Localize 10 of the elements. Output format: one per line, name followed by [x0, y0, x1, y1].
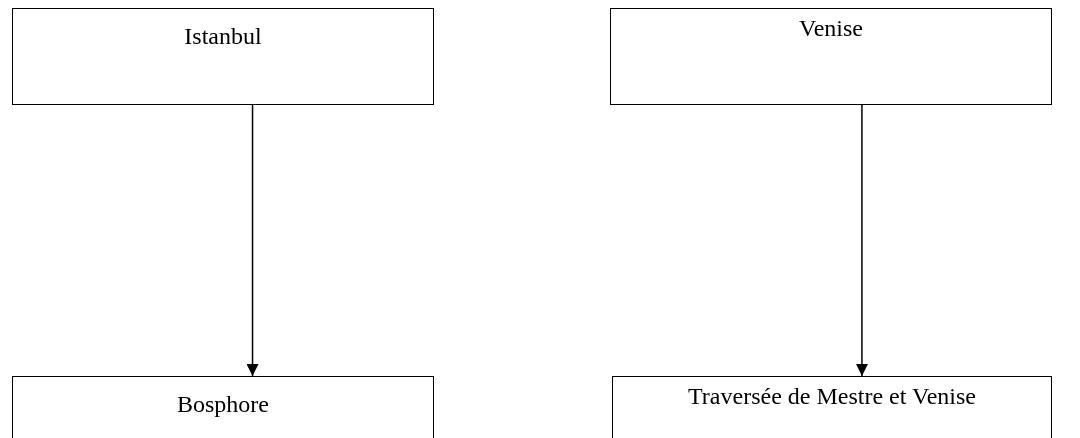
- node-label: Venise: [798, 15, 864, 42]
- box: [12, 8, 434, 105]
- box: [12, 376, 434, 438]
- arrow: [855, 104, 868, 377]
- node-label: Traversée de Mestre et Venise: [687, 383, 977, 410]
- node-label: Bosphore: [176, 391, 270, 418]
- box: [612, 376, 1052, 438]
- box: [610, 8, 1052, 105]
- node-label: Istanbul: [183, 23, 263, 50]
- arrow: [246, 104, 259, 377]
